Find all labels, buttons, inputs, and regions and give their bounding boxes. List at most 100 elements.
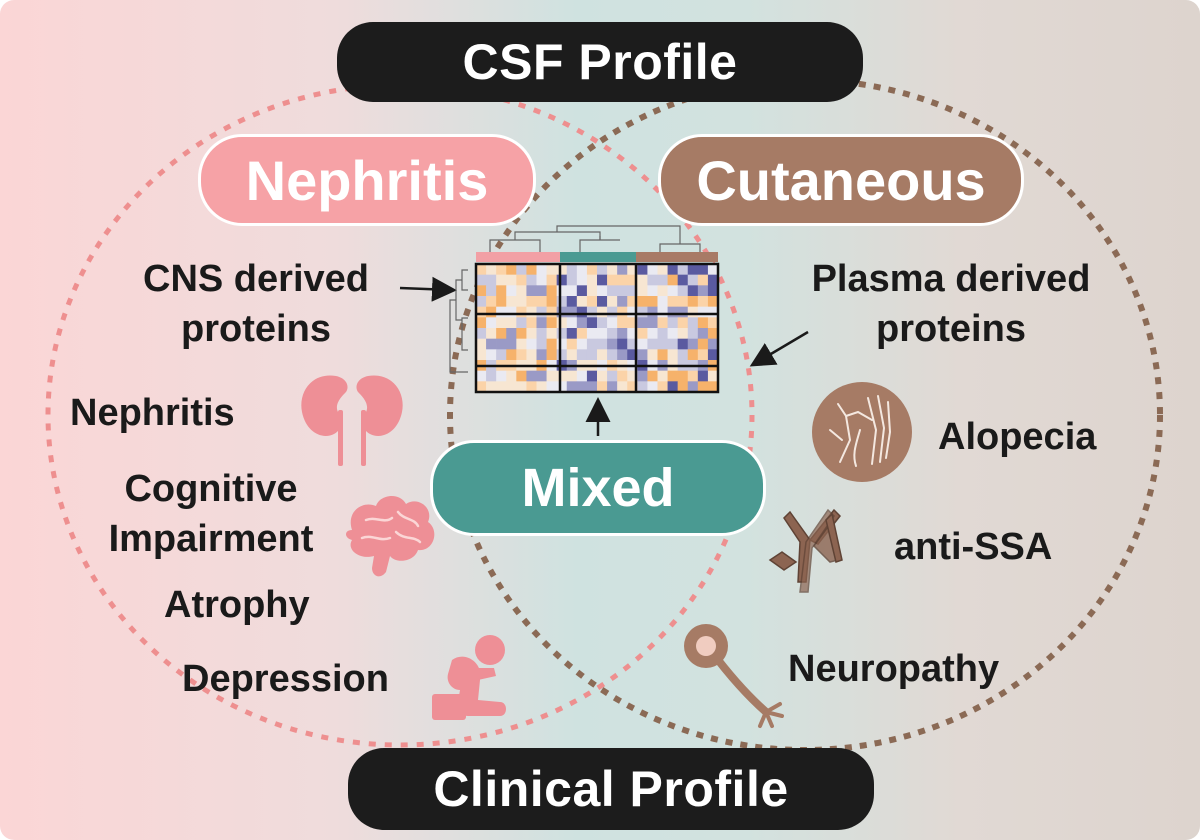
cognitive-line2: Impairment [108,518,314,560]
heatmap-cell [556,328,568,339]
heatmap-cell [707,328,719,339]
heatmap-cell [637,370,648,382]
heatmap-cell [486,370,497,382]
mixed-group-pill: Mixed [430,440,766,536]
heatmap-cell [687,306,699,318]
heatmap-cell [687,274,699,286]
heatmap-cell [556,370,568,382]
heatmap-cell [637,328,648,339]
heatmap-cell [617,264,628,275]
heatmap-cell [506,285,517,297]
heatmap-cell [637,296,648,307]
cns-line1: CNS derived [143,258,369,300]
heatmap-cell [667,328,678,339]
heatmap-cell [627,370,638,382]
heatmap-cell [486,381,497,393]
heatmap-cell [677,317,689,329]
heatmap-cell [607,338,618,350]
heatmap-cell [647,381,658,393]
heatmap-cell [566,328,578,339]
heatmap-cell [506,274,517,286]
heatmap-cell [576,370,588,382]
heatmap-cell [536,370,547,382]
heatmap-cell [657,328,668,339]
heatmap-cell [647,296,658,307]
heatmap-cell [677,306,689,318]
heatmap-cell [586,264,598,275]
heatmap-cell [677,274,689,286]
heatmap-cell [637,338,648,350]
heatmap-cell [546,349,557,361]
heatmap-cell [647,349,658,361]
heatmap-cell [677,370,689,382]
heatmap-cell [607,370,618,382]
heatmap-cell [647,370,658,382]
heatmap-cell [496,317,507,329]
heatmap-cell [627,349,638,361]
heatmap-cell [536,306,547,318]
heatmap-cell [597,317,608,329]
heatmap-cell [597,328,608,339]
heatmap-cell [607,381,618,393]
heatmap-cell [536,349,547,361]
heatmap-cell [697,328,709,339]
heatmap-cell [516,349,527,361]
heatmap-cell [687,328,699,339]
heatmap-cell [536,285,547,297]
heatmap-cell [586,317,598,329]
heatmap-cell [556,381,568,393]
heatmap-cell [566,274,578,286]
alopecia-label: Alopecia [938,416,1097,458]
heatmap-cell [486,317,497,329]
heatmap-cell [607,296,618,307]
heatmap-cell [687,317,699,329]
heatmap-cell [476,264,487,275]
heatmap-cell [556,296,568,307]
heatmap-cell [476,274,487,286]
heatmap-cell [526,274,537,286]
heatmap-cell [536,328,547,339]
heatmap-cell [677,338,689,350]
heatmap-cell [597,274,608,286]
heatmap-cell [556,274,568,286]
heatmap-cell [556,285,568,297]
heatmap-cell [516,338,527,350]
heatmap-cell [566,338,578,350]
heatmap-cell [496,274,507,286]
heatmap-cell [627,296,638,307]
heatmap-cell [586,349,598,361]
heatmap-cell [506,381,517,393]
heatmap-cell [617,370,628,382]
depression-label: Depression [182,658,389,700]
kidney-icon [301,375,403,466]
heatmap-cell [546,306,557,318]
heatmap-cell [586,370,598,382]
heatmap-cell [707,381,719,393]
heatmap-cell [667,285,678,297]
plasma-arrow [749,330,809,367]
heatmap-cell [546,328,557,339]
nephritis-feature-label: Nephritis [70,392,235,434]
heatmap-cell [697,338,709,350]
heatmap-cell [677,328,689,339]
heatmap-cell [576,296,588,307]
heatmap-cell [617,349,628,361]
heatmap-cell [526,349,537,361]
heatmap-cell [657,338,668,350]
heatmap-cell [647,264,658,275]
heatmap-cell [566,264,578,275]
heatmap-cell [576,306,588,318]
heatmap-cell [697,370,709,382]
heatmap-cell [597,381,608,393]
heatmap-cell [506,306,517,318]
heatmap-cell [486,328,497,339]
heatmap-cell [687,264,699,275]
heatmap-cell [617,306,628,318]
heatmap-cell [647,317,658,329]
heatmap-cell [476,370,487,382]
heatmap-cell [697,306,709,318]
hair-loss-icon [812,382,912,482]
heatmap-cell [697,317,709,329]
